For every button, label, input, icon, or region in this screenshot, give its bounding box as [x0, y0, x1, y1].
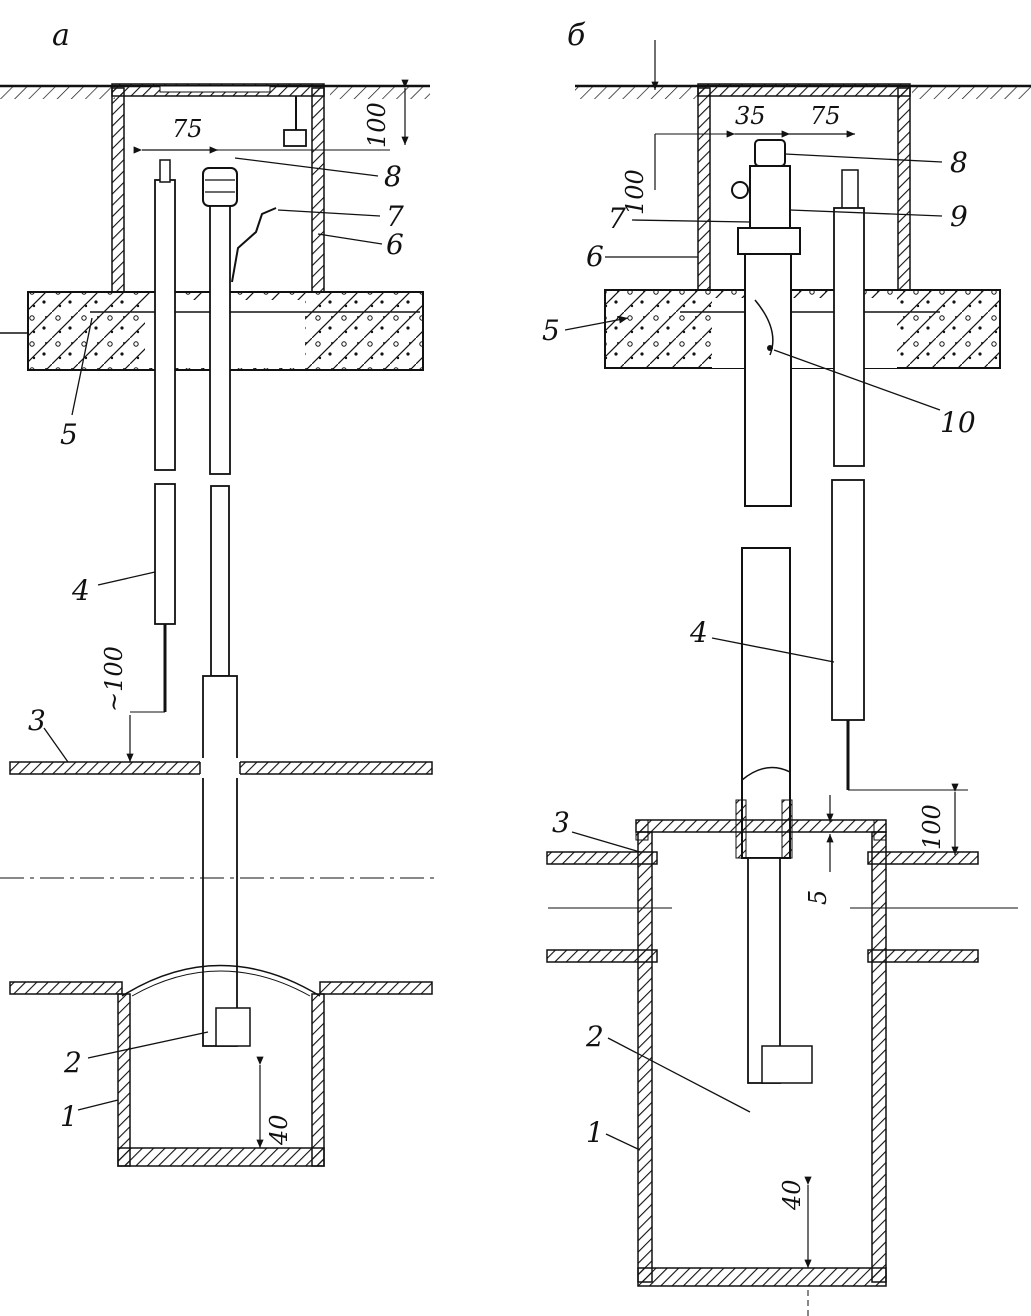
concrete-slab-b [604, 289, 1001, 369]
panel-b: б [542, 18, 1031, 1316]
wire-7-a [231, 207, 277, 283]
label-7-a: 7 [386, 200, 404, 233]
vessel-1-a [117, 993, 325, 1167]
label-1-b: 1 [586, 1116, 604, 1149]
vessel-1-b [546, 819, 1018, 1316]
dimensions-a [126, 79, 409, 1148]
electrode-4-a [154, 159, 176, 712]
label-1-a: 1 [60, 1100, 78, 1133]
label-2-a: 2 [63, 1046, 82, 1079]
panel-b-title: б [567, 18, 586, 53]
label-10-b: 10 [940, 406, 976, 439]
label-3-a: 3 [28, 704, 46, 737]
panel-a-title: a [52, 18, 70, 53]
dim-40-b: 40 [778, 1179, 806, 1211]
panel-a: a [0, 18, 440, 1167]
label-6-a: 6 [386, 228, 404, 261]
label-8-a: 8 [384, 160, 402, 193]
dim-40-a: 40 [265, 1114, 293, 1146]
dim-75-a: 75 [172, 115, 203, 143]
dim-100-top-a: 100 [363, 102, 391, 148]
reference-assembly-b [731, 139, 813, 1084]
label-8-b: 8 [950, 146, 968, 179]
label-4-a: 4 [71, 574, 90, 607]
main-pipe-a [0, 758, 440, 997]
dim-5-b: 5 [804, 890, 832, 905]
label-5-b: 5 [542, 314, 560, 347]
label-3-b: 3 [552, 806, 570, 839]
dim-100-top-b: 100 [621, 169, 649, 215]
label-9-b: 9 [950, 200, 968, 233]
dim-75-b: 75 [810, 102, 841, 130]
label-2-b: 2 [585, 1020, 604, 1053]
label-6-b: 6 [586, 240, 604, 273]
leaders-b [564, 153, 943, 1151]
electrode-4-b [831, 169, 865, 790]
dim-35-b: 35 [735, 102, 766, 130]
dim-100-probe-a: ~100 [100, 646, 128, 712]
label-4-b: 4 [689, 616, 708, 649]
dim-100-probe-b: 100 [918, 804, 946, 850]
label-5-a: 5 [60, 418, 78, 451]
protective-casing-b [697, 83, 911, 311]
leaders-a [43, 157, 383, 1111]
reference-rod-a [202, 167, 251, 1047]
label-7-b: 7 [608, 202, 626, 235]
terminal-a [283, 96, 307, 147]
dimensions-b [651, 40, 968, 1268]
